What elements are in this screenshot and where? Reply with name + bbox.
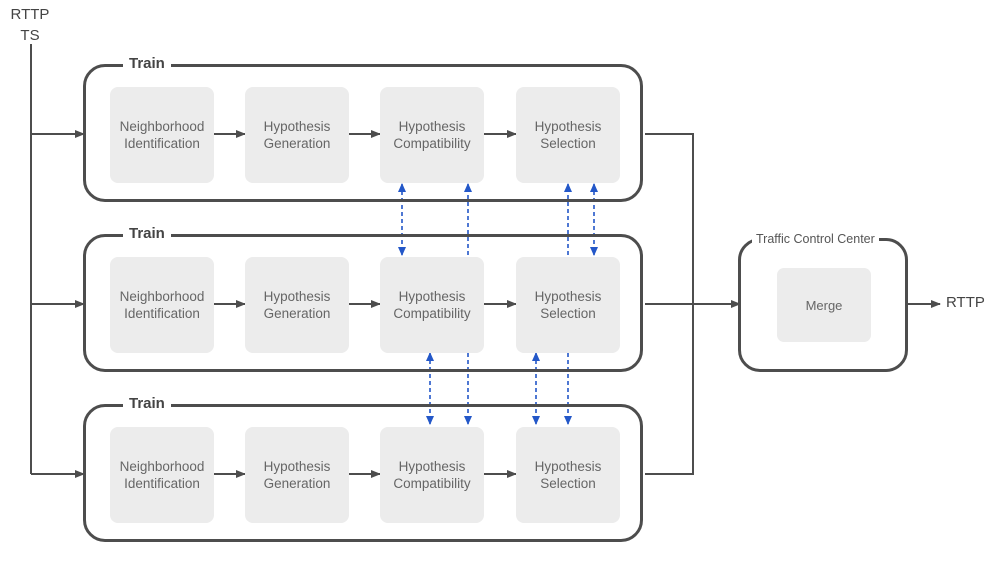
train-panel-1: Train Neighborhood Identification Hypoth…	[83, 54, 643, 202]
stage-hypothesis-selection: Hypothesis Selection	[516, 257, 620, 353]
stage-hypothesis-selection: Hypothesis Selection	[516, 427, 620, 523]
train-title: Train	[123, 54, 171, 74]
stage-neighborhood-identification: Neighborhood Identification	[110, 87, 214, 183]
stage-neighborhood-identification: Neighborhood Identification	[110, 257, 214, 353]
stage-hypothesis-compatibility: Hypothesis Compatibility	[380, 427, 484, 523]
train-title: Train	[123, 394, 171, 414]
stage-hypothesis-compatibility: Hypothesis Compatibility	[380, 257, 484, 353]
stage-hypothesis-compatibility: Hypothesis Compatibility	[380, 87, 484, 183]
output-label: RTTP	[946, 294, 985, 311]
traffic-control-center: Traffic Control Center Merge	[738, 231, 908, 372]
traffic-control-center-title: Traffic Control Center	[752, 231, 879, 247]
input-label-line2: TS	[20, 27, 40, 44]
input-label-line1: RTTP	[10, 6, 50, 23]
stage-neighborhood-identification: Neighborhood Identification	[110, 427, 214, 523]
stage-hypothesis-selection: Hypothesis Selection	[516, 87, 620, 183]
train-title: Train	[123, 224, 171, 244]
input-label: RTTP TS	[0, 4, 60, 46]
stage-hypothesis-generation: Hypothesis Generation	[245, 257, 349, 353]
dashed-links	[398, 183, 598, 425]
train-panel-3: Train Neighborhood Identification Hypoth…	[83, 394, 643, 542]
stage-hypothesis-generation: Hypothesis Generation	[245, 87, 349, 183]
train-panel-2: Train Neighborhood Identification Hypoth…	[83, 224, 643, 372]
merge-box: Merge	[777, 268, 871, 342]
stage-hypothesis-generation: Hypothesis Generation	[245, 427, 349, 523]
